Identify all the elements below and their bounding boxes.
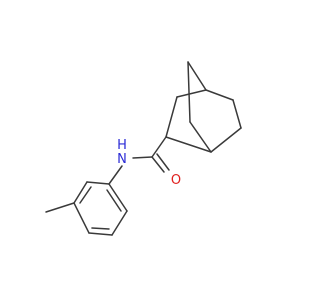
bond <box>210 127 242 153</box>
bond <box>86 181 110 185</box>
oxygen-label: O <box>171 173 181 188</box>
bond <box>73 202 90 234</box>
bond <box>151 136 167 158</box>
bond <box>79 186 92 204</box>
bond <box>45 202 75 213</box>
bond <box>189 121 212 153</box>
bond <box>187 61 207 91</box>
bond <box>156 153 170 171</box>
bond <box>187 61 191 123</box>
bond <box>205 89 234 101</box>
bond <box>73 181 88 204</box>
bond <box>151 156 165 173</box>
bond <box>88 232 113 236</box>
bond <box>176 89 207 98</box>
background <box>0 0 300 300</box>
molecule-diagram: N H O <box>0 0 300 300</box>
bond <box>165 96 178 138</box>
bond <box>106 189 122 212</box>
bond <box>232 99 242 129</box>
atom-labels: N H O <box>117 138 181 188</box>
bond <box>165 136 212 153</box>
nitrogen-label: N <box>117 152 127 167</box>
bond <box>111 210 128 236</box>
bond <box>132 156 153 159</box>
bond <box>91 227 110 230</box>
hydrogen-label: H <box>117 138 127 153</box>
bond <box>108 183 128 212</box>
bond-lines <box>45 61 242 236</box>
bond <box>108 165 123 185</box>
